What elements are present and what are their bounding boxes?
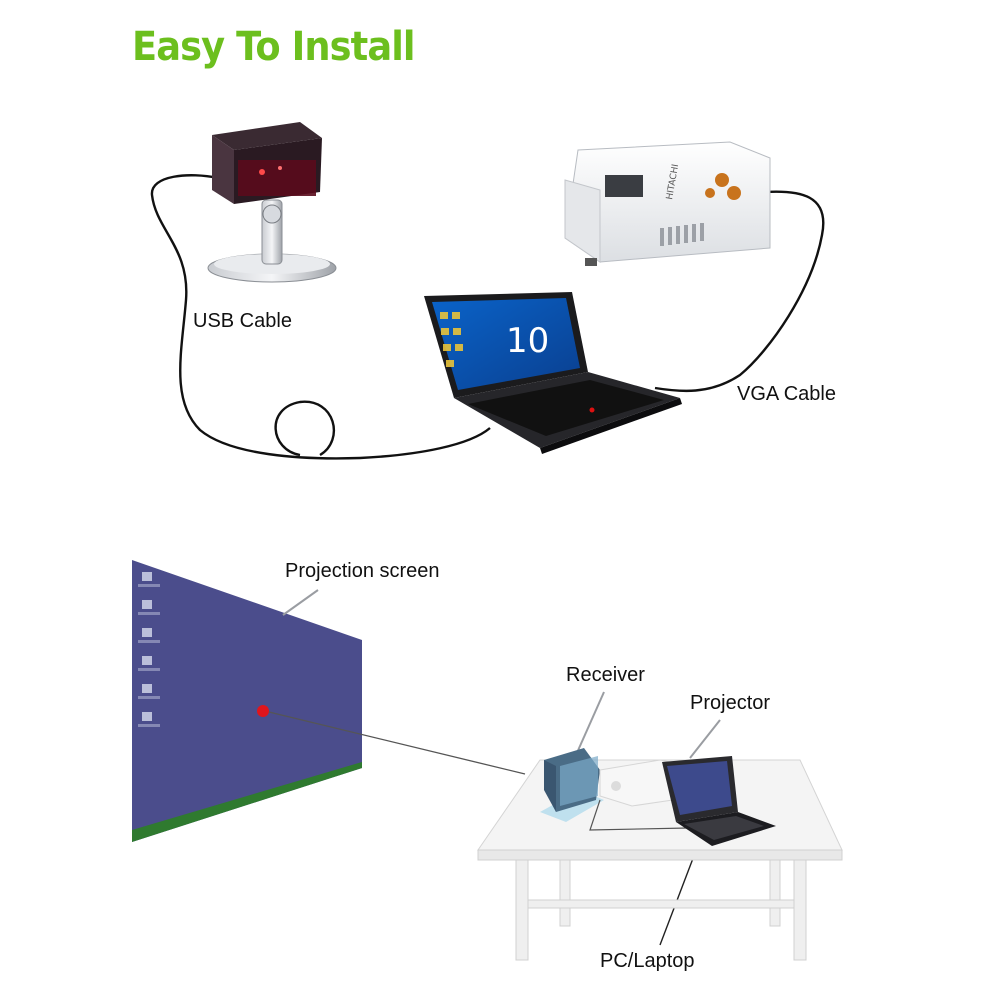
projection-screen-leader: [283, 590, 318, 615]
receiver-leader: [576, 692, 604, 755]
laser-dot: [257, 705, 269, 717]
projector-label: Projector: [690, 692, 770, 715]
usb-cable-loop: [276, 402, 334, 455]
projector-icon: HITACHI: [565, 142, 770, 266]
laptop-screen-text: 10: [506, 321, 549, 361]
receiver-label: Receiver: [566, 664, 645, 687]
vga-cable-label: VGA Cable: [737, 383, 836, 406]
receiver-sensor-icon: [208, 122, 336, 282]
usb-cable-label: USB Cable: [193, 310, 292, 333]
laptop-icon: 10: [424, 292, 682, 454]
projection-screen-icon: [132, 560, 362, 842]
projector-leader: [690, 720, 720, 758]
pc-laptop-label: PC/Laptop: [600, 950, 695, 973]
projection-screen-label: Projection screen: [285, 560, 440, 583]
